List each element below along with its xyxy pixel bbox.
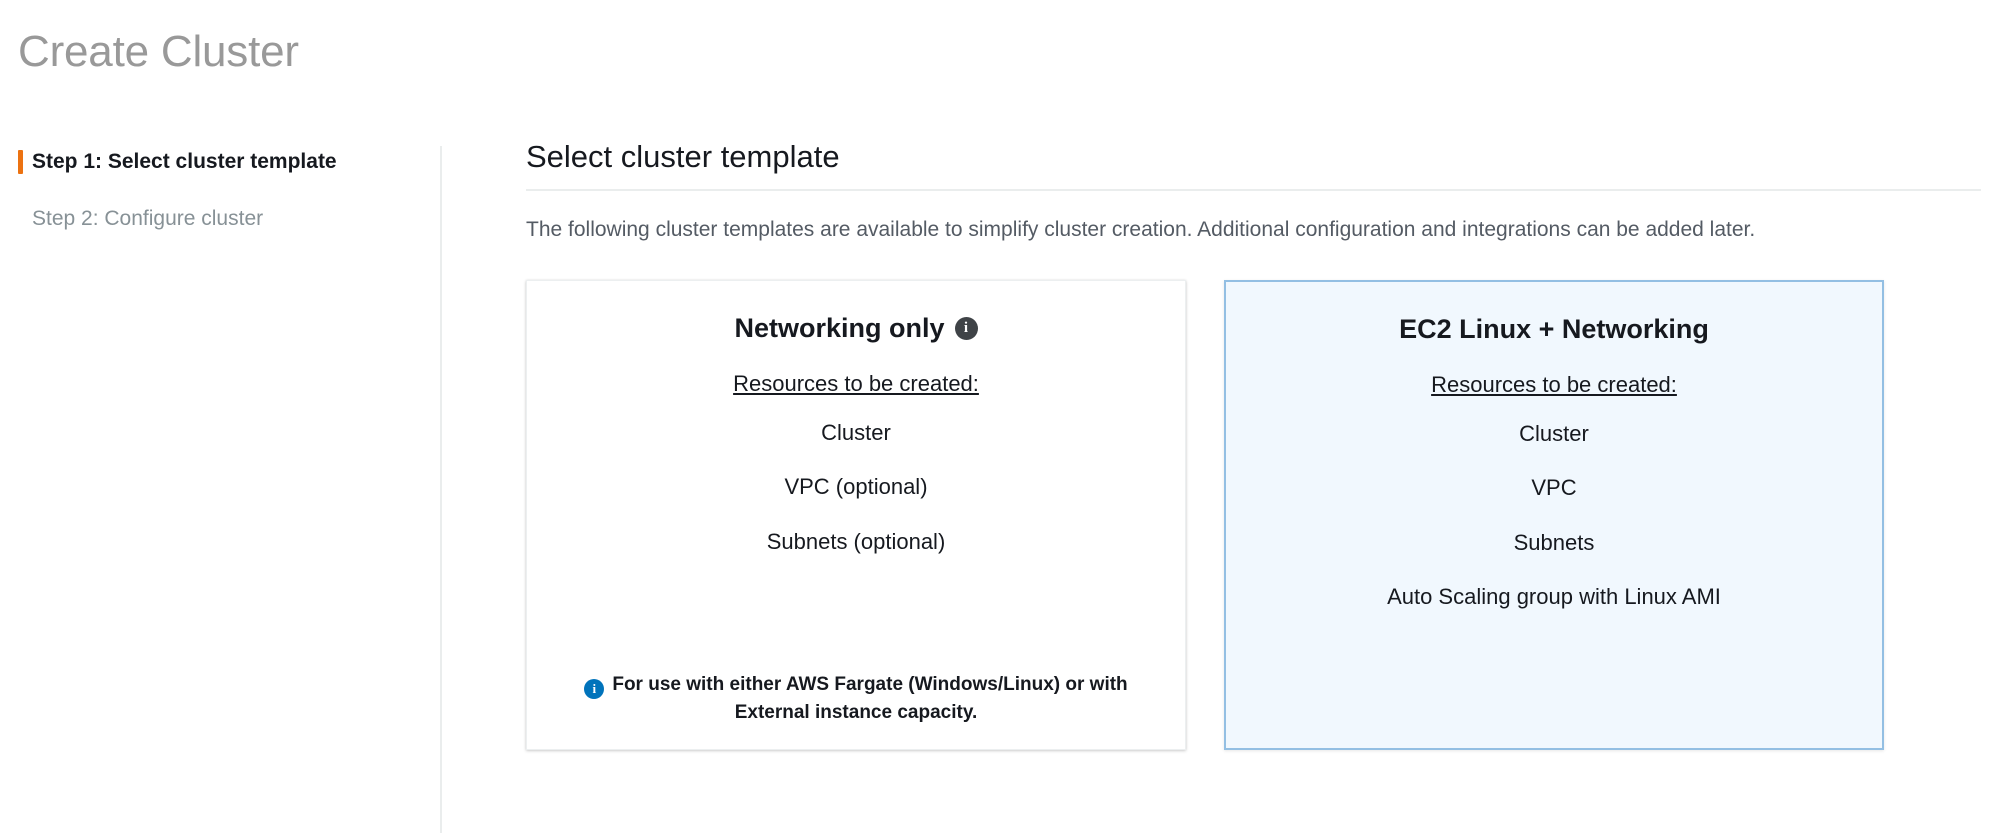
card-resource-item: Auto Scaling group with Linux AMI — [1387, 583, 1721, 609]
sidebar-item-step-1[interactable]: Step 1: Select cluster template — [18, 148, 470, 175]
create-cluster-wizard: Step 1: Select cluster template Step 2: … — [0, 138, 1999, 833]
sidebar-item-step-2[interactable]: Step 2: Configure cluster — [18, 205, 470, 232]
card-footnote-text: For use with either AWS Fargate (Windows… — [612, 674, 1128, 724]
card-resource-item: Cluster — [1519, 420, 1589, 446]
sidebar-item-step-2-label: Step 2: Configure cluster — [32, 207, 264, 231]
wizard-main-content: Select cluster template The following cl… — [470, 138, 1999, 833]
wizard-step-navigation: Step 1: Select cluster template Step 2: … — [0, 138, 470, 833]
card-title-ec2-linux-networking: EC2 Linux + Networking — [1252, 312, 1856, 347]
section-divider — [526, 189, 1981, 192]
sidebar-item-step-1-label: Step 1: Select cluster template — [32, 150, 337, 173]
active-step-marker — [18, 150, 23, 174]
cluster-template-card-list: Networking only i Resources to be create… — [526, 279, 1981, 750]
card-title-text: EC2 Linux + Networking — [1399, 313, 1709, 344]
cluster-template-card-ec2-linux-networking[interactable]: EC2 Linux + Networking Resources to be c… — [1224, 279, 1884, 750]
card-resource-item: Cluster — [821, 419, 891, 445]
card-resources-label: Resources to be created: — [733, 371, 979, 397]
info-icon-blue: i — [584, 679, 605, 700]
card-resources-label: Resources to be created: — [1431, 372, 1677, 398]
card-title-networking-only: Networking only i — [553, 311, 1159, 346]
card-footnote: i For use with either AWS Fargate (Window… — [553, 645, 1159, 727]
section-description: The following cluster templates are avai… — [526, 218, 1756, 242]
page-title: Create Cluster — [18, 27, 299, 76]
section-heading: Select cluster template — [526, 139, 840, 174]
cluster-template-card-networking-only[interactable]: Networking only i Resources to be create… — [526, 279, 1186, 750]
card-resource-item: VPC (optional) — [784, 474, 928, 500]
card-resource-item: Subnets (optional) — [766, 528, 946, 554]
info-icon[interactable]: i — [954, 316, 978, 340]
nav-vertical-divider — [440, 146, 442, 833]
card-title-text: Networking only — [734, 312, 945, 343]
card-resource-item: VPC — [1531, 475, 1577, 501]
card-resource-item: Subnets — [1513, 529, 1595, 555]
